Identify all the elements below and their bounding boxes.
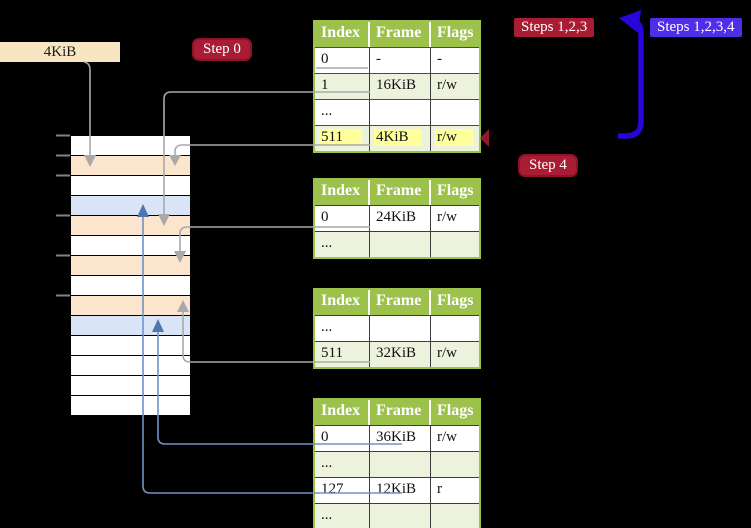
table-cell <box>431 232 479 257</box>
table-cell: r <box>437 481 442 497</box>
address-tick-marks <box>56 134 70 297</box>
table-cell: 0 <box>315 206 370 231</box>
table-cell: 24KiB <box>370 206 431 231</box>
table-cell <box>370 316 431 341</box>
memory-frame-row <box>71 396 190 416</box>
table-cell <box>431 504 479 528</box>
table-cell: r/w <box>437 77 457 93</box>
steps-123-badge: Steps 1,2,3 <box>514 18 595 37</box>
memory-strip <box>71 135 190 416</box>
memory-frame-row <box>71 296 190 316</box>
table-cell: 127 <box>315 478 370 503</box>
table-cell <box>370 452 431 477</box>
memory-frame-row <box>71 336 190 356</box>
column-header: Index <box>315 290 370 315</box>
column-header: Index <box>315 400 370 425</box>
table-cell: r/w <box>437 429 457 445</box>
table-cell: r/w <box>431 126 479 151</box>
table-cell <box>431 316 479 341</box>
memory-frame-row <box>71 136 190 156</box>
table-row: ... <box>315 503 479 528</box>
table-cell: 511 <box>315 342 370 367</box>
table-cell <box>370 232 431 257</box>
memory-frame-row <box>71 156 190 176</box>
column-header: Frame <box>370 290 431 315</box>
red-arrow-tip <box>480 129 489 147</box>
table-cell <box>431 452 479 477</box>
memory-frame-row <box>71 316 190 336</box>
column-header: Index <box>315 180 370 205</box>
table-row: ... <box>315 451 479 477</box>
column-header: Flags <box>437 292 474 309</box>
table-row: ... <box>315 231 479 257</box>
table-row: ... <box>315 315 479 341</box>
table-cell: 16KiB <box>370 74 431 99</box>
table-row: 0-- <box>315 47 479 73</box>
column-header: Frame <box>370 180 431 205</box>
column-header: Frame <box>370 22 431 47</box>
table-cell <box>370 100 431 125</box>
table-cell: - <box>437 51 442 67</box>
memory-frame-row <box>71 176 190 196</box>
memory-frame-row <box>71 376 190 396</box>
column-header: Flags <box>437 182 474 199</box>
memory-frame-row <box>71 356 190 376</box>
table-cell: r/w <box>437 209 457 225</box>
memory-frame-row <box>71 196 190 216</box>
step0-badge: Step 0 <box>192 38 252 61</box>
table-cell: 36KiB <box>370 426 431 451</box>
table-cell <box>431 100 479 125</box>
table-cell: 0 <box>315 48 370 73</box>
table-cell: r/w <box>437 345 457 361</box>
column-header: Flags <box>437 402 474 419</box>
column-header: Flags <box>437 24 474 41</box>
table-cell <box>370 504 431 528</box>
highlighted-value: 511 <box>319 129 363 146</box>
highlighted-value: 4KiB <box>374 129 423 146</box>
table-cell: ... <box>315 504 370 528</box>
table-cell: - <box>370 48 431 73</box>
memory-frame-row <box>71 256 190 276</box>
loop-back-arrow <box>618 10 644 139</box>
steps-1234-badge: Steps 1,2,3,4 <box>650 18 742 37</box>
table-cell: 32KiB <box>370 342 431 367</box>
column-header: Index <box>315 22 370 47</box>
memory-frame-row <box>71 276 190 296</box>
memory-frame-row <box>71 236 190 256</box>
table-cell: ... <box>315 316 370 341</box>
table-cell: 4KiB <box>370 126 431 151</box>
page-size-label: 4KiB <box>0 42 120 62</box>
table-row: ... <box>315 99 479 125</box>
highlighted-value: r/w <box>435 129 474 146</box>
table-row: 511 4KiB r/w <box>315 125 479 151</box>
table-cell: ... <box>315 232 370 257</box>
table-cell: ... <box>315 100 370 125</box>
table-cell: 511 <box>315 126 370 151</box>
step4-badge: Step 4 <box>518 154 578 177</box>
table-cell: 12KiB <box>370 478 431 503</box>
table-cell: 0 <box>315 426 370 451</box>
column-header: Frame <box>370 400 431 425</box>
table-cell: 1 <box>315 74 370 99</box>
memory-frame-row <box>71 216 190 236</box>
table-cell: ... <box>315 452 370 477</box>
